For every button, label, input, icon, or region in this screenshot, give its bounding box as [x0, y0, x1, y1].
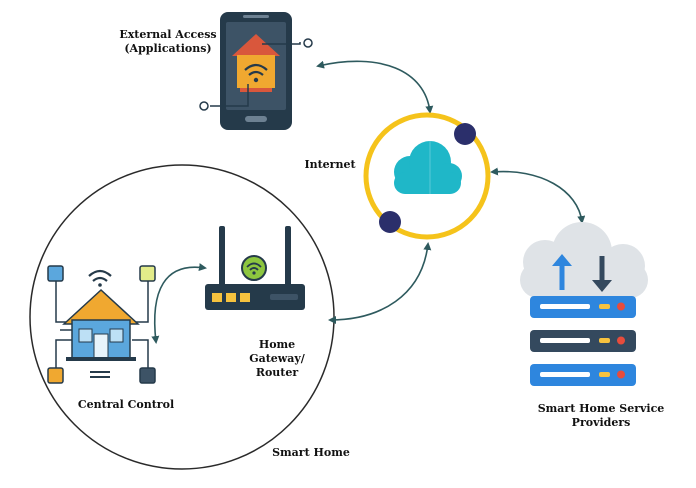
wifi-icon: [88, 269, 112, 287]
connectors: [151, 60, 586, 344]
smartphone-icon: [199, 12, 313, 130]
server-stack-icon: [530, 296, 636, 386]
smart-home-label: Smart Home: [272, 446, 350, 459]
wifi-icon: [241, 255, 267, 281]
connector-internet-providers: [490, 167, 586, 224]
upload-arrow-icon: [552, 254, 572, 290]
central-control-icon: [47, 265, 156, 384]
smart-house-icon: [62, 288, 140, 361]
central-control-label: Central Control: [77, 398, 175, 411]
internet-label: Internet: [304, 158, 356, 171]
service-providers-icon: [520, 222, 648, 386]
connector-control-router: [151, 263, 207, 344]
external-access-label: External Access (Applications): [119, 28, 217, 55]
connector-home-internet: [328, 242, 432, 324]
connector-phone-internet: [316, 60, 434, 114]
download-arrow-icon: [592, 256, 612, 292]
cloud-icon: [520, 222, 648, 298]
cloud-icon: [394, 141, 462, 194]
service-providers-label: Smart Home Service Providers: [537, 402, 665, 429]
router-icon: [205, 226, 305, 310]
internet-cloud-icon: [363, 112, 491, 240]
home-gateway-label: Home Gateway/ Router: [249, 338, 305, 379]
smart-house-icon: [232, 34, 280, 92]
